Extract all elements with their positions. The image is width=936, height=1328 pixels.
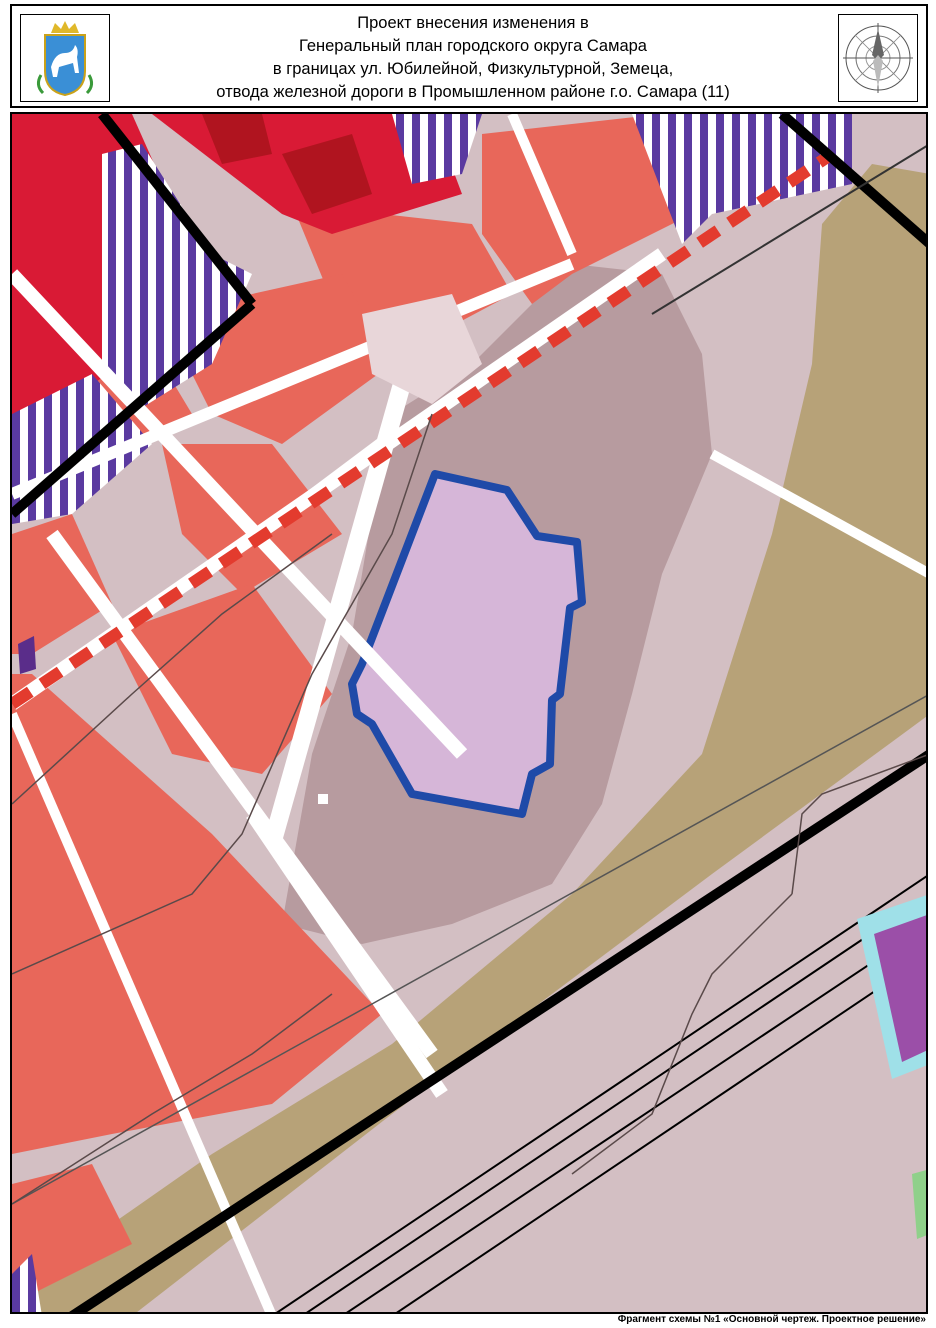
special-purpose-zone <box>874 915 926 1062</box>
green-zone <box>912 1170 926 1239</box>
title-line-1: Проект внесения изменения в <box>357 14 589 32</box>
compass-rose-icon <box>838 14 918 102</box>
header-panel: Проект внесения изменения в Генеральный … <box>10 4 928 108</box>
map-title: Проект внесения изменения в Генеральный … <box>116 12 830 104</box>
title-line-4: отвода железной дороги в Промышленном ра… <box>216 83 730 101</box>
samara-coat-of-arms-icon <box>20 14 110 102</box>
small-marker <box>318 794 328 804</box>
title-line-3: в границах ул. Юбилейной, Физкультурной,… <box>272 60 674 78</box>
railway-zone <box>12 164 926 1312</box>
main-road-dashed <box>12 149 836 709</box>
light-patch <box>362 294 482 404</box>
highlighted-parcel[interactable] <box>348 470 586 818</box>
utility-lines <box>12 413 926 1205</box>
map-view[interactable] <box>10 112 928 1314</box>
map-caption: Фрагмент схемы №1 «Основной чертеж. Прое… <box>617 1314 926 1325</box>
purple-marker <box>18 636 36 674</box>
title-line-2: Генеральный план городского округа Самар… <box>299 37 647 55</box>
rail-lines <box>12 114 926 1312</box>
map-canvas <box>12 114 926 1312</box>
